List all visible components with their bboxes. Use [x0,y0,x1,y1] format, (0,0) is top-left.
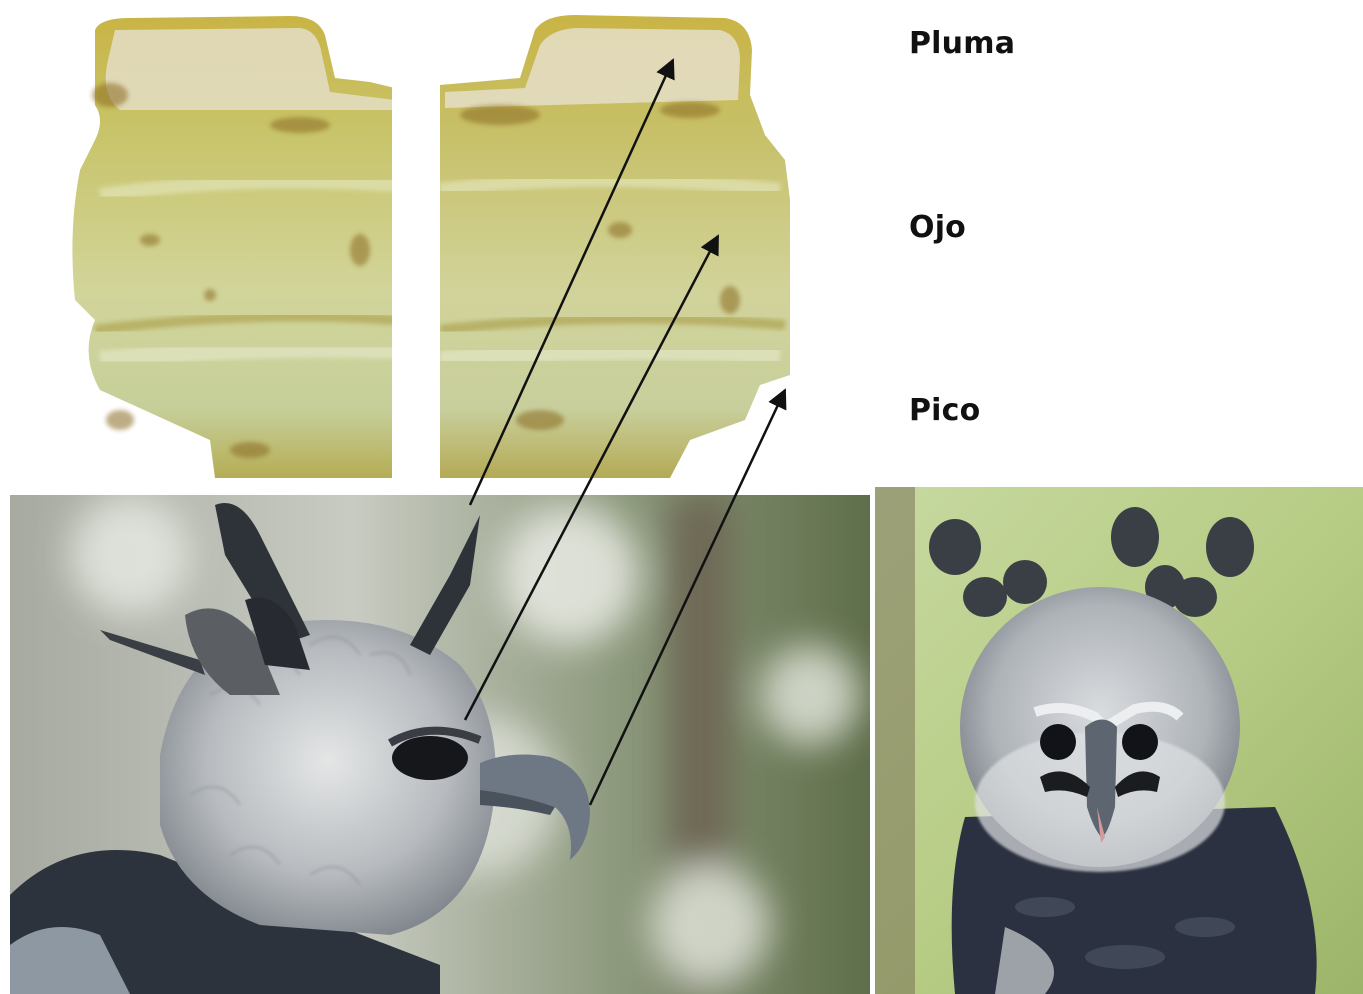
arrow-pluma [470,60,673,505]
arrow-ojo [465,236,718,720]
arrow-pico [590,390,785,805]
